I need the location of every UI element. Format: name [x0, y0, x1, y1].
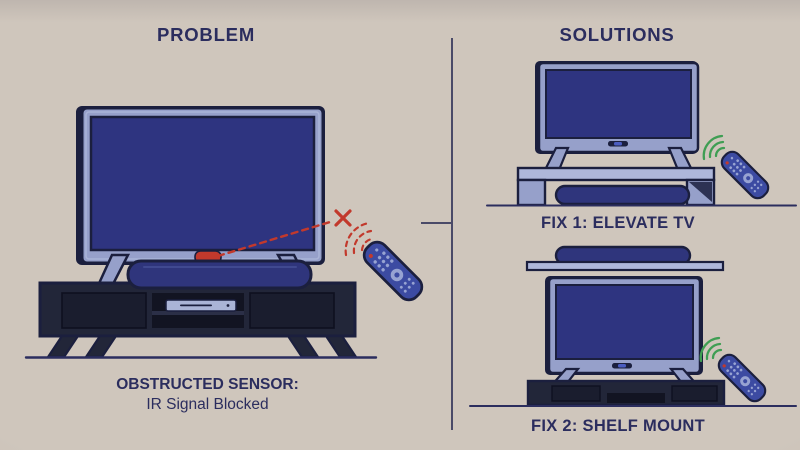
soundbar: [554, 184, 691, 206]
soundbar: [126, 259, 313, 290]
problem-caption-line1: OBSTRUCTED SENSOR:: [116, 376, 299, 393]
remote-icon: [358, 236, 428, 306]
ir-beam-blocked-line: [216, 220, 332, 258]
signal-arcs-ok-icon: [699, 336, 723, 363]
console-leg: [83, 334, 119, 359]
remote-icon: [717, 147, 773, 203]
console-leg: [285, 334, 321, 359]
problem-caption-line2: IR Signal Blocked: [146, 396, 269, 413]
low-console: [526, 379, 726, 407]
fix1-tv: [535, 61, 700, 172]
panel-divider-line: [451, 38, 453, 430]
fix1-label: FIX 1: ELEVATE TV: [541, 214, 695, 232]
media-console: [38, 281, 359, 359]
fix2-illustration: [469, 245, 797, 407]
riser-table: [516, 166, 716, 207]
console-leg: [45, 334, 81, 359]
console-leg: [323, 334, 359, 359]
fix2-label: FIX 2: SHELF MOUNT: [530, 417, 706, 435]
console-right-door: [249, 292, 335, 329]
fix2-tv: [545, 276, 703, 389]
divider-tick: [421, 222, 453, 224]
fix1-illustration: [486, 61, 797, 207]
console-left-door: [61, 292, 147, 329]
signal-arcs-ok-icon: [702, 134, 726, 161]
solutions-title: SOLUTIONS: [559, 24, 675, 45]
problem-illustration: [24, 106, 428, 359]
problem-title: PROBLEM: [156, 24, 256, 45]
media-player-device: [165, 299, 237, 312]
signal-arcs-blocked-icon: [344, 221, 374, 257]
wall-shelf: [525, 260, 725, 272]
problem-caption: OBSTRUCTED SENSOR: IR Signal Blocked: [0, 375, 415, 415]
x-mark-icon: [334, 209, 352, 227]
